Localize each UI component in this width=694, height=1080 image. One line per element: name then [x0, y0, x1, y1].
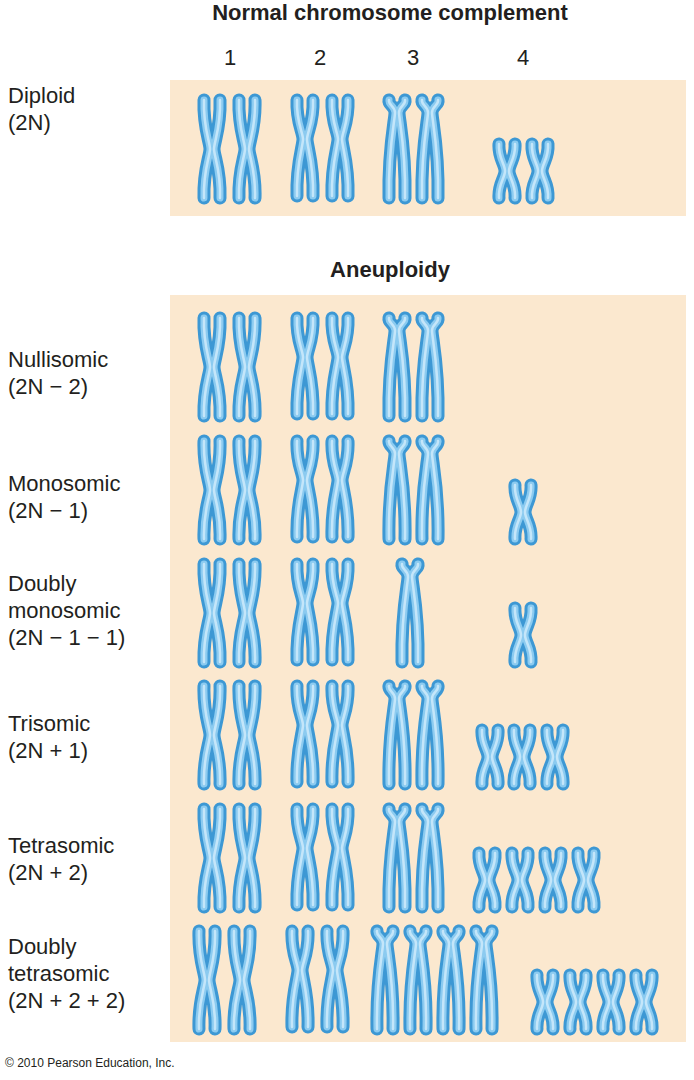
row-label: Monosomic (2N − 1): [8, 470, 138, 524]
chromosome-illustration: [170, 295, 686, 1042]
row-label: Doubly monosomic (2N − 1 − 1): [8, 570, 153, 651]
column-number: 1: [215, 44, 245, 71]
chromosome-panel: Normal chromosome complement: [170, 80, 686, 216]
chromosome-panel: Aneuploidy: [170, 295, 686, 1042]
panel-heading: Aneuploidy: [170, 257, 610, 283]
copyright-note: © 2010 Pearson Education, Inc.: [5, 1056, 175, 1070]
row-label: Tetrasomic (2N + 2): [8, 832, 133, 886]
chromosome-illustration: [170, 80, 686, 216]
row-label: Trisomic (2N + 1): [8, 710, 113, 764]
column-number: 3: [398, 44, 428, 71]
column-number: 4: [508, 44, 538, 71]
row-label: Diploid (2N): [8, 82, 103, 136]
row-label: Nullisomic (2N − 2): [8, 346, 133, 400]
panel-heading: Normal chromosome complement: [170, 0, 610, 26]
row-label: Doubly tetrasomic (2N + 2 + 2): [8, 933, 148, 1014]
column-number: 2: [305, 44, 335, 71]
